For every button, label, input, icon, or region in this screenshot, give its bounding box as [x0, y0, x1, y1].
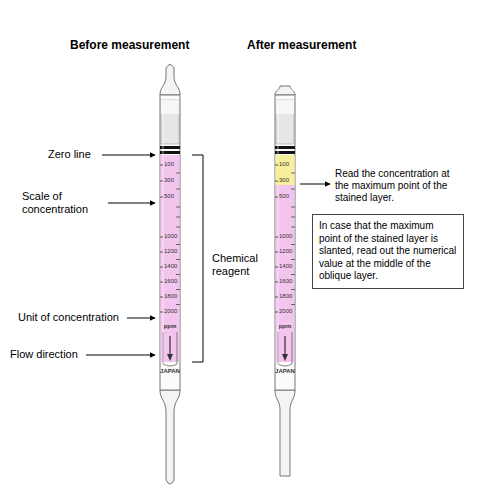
- tube-cut-end: [275, 390, 295, 476]
- tube-body: [160, 95, 180, 390]
- scale-text: 100: [279, 161, 289, 168]
- minor-tick: [176, 227, 180, 228]
- scale-text: 1400: [164, 263, 177, 270]
- major-tick: [160, 267, 163, 268]
- scale-text: 2000: [164, 308, 177, 315]
- scale-text: 1400: [279, 263, 292, 270]
- minor-tick: [176, 274, 180, 275]
- minor-tick: [291, 207, 295, 208]
- major-tick: [160, 252, 163, 253]
- minor-tick: [291, 217, 295, 218]
- scale-text: 100: [164, 161, 174, 168]
- major-tick: [160, 181, 163, 182]
- scale-text: JAPAN: [160, 368, 180, 375]
- scale-text: 500: [279, 193, 289, 200]
- note-text: In case that the maximum point of the st…: [319, 220, 457, 283]
- minor-tick: [176, 217, 180, 218]
- tube-tip: [160, 390, 180, 484]
- minor-tick: [291, 227, 295, 228]
- major-tick: [275, 165, 278, 166]
- major-tick: [275, 282, 278, 283]
- callout-label: Zero line: [48, 148, 91, 161]
- minor-tick: [291, 289, 295, 290]
- callout-label: Chemical reagent: [212, 252, 267, 278]
- major-tick: [275, 252, 278, 253]
- tube-tip: [160, 65, 180, 96]
- major-tick: [160, 197, 163, 198]
- scale-text: 2000: [279, 308, 292, 315]
- scale-text: ppm: [279, 323, 292, 330]
- callout-label: Read the concentration at the maximum po…: [335, 168, 463, 204]
- callout-label: Scale of concentration: [22, 190, 106, 216]
- major-tick: [275, 181, 278, 182]
- scale-text: 500: [164, 193, 174, 200]
- scale-ticks: [160, 165, 295, 312]
- leader-arrow: [102, 155, 155, 156]
- scale-text: 1200: [279, 248, 292, 255]
- scale-text: 1000: [164, 233, 177, 240]
- major-tick: [275, 197, 278, 198]
- major-tick: [160, 237, 163, 238]
- minor-tick: [291, 259, 295, 260]
- minor-tick: [291, 173, 295, 174]
- major-tick: [160, 282, 163, 283]
- minor-tick: [176, 259, 180, 260]
- scale-text: ppm: [164, 323, 177, 330]
- leader-arrow: [86, 355, 155, 356]
- note-box: In case that the maximum point of the st…: [312, 214, 464, 289]
- major-tick: [160, 297, 163, 298]
- major-tick: [275, 297, 278, 298]
- minor-tick: [176, 289, 180, 290]
- major-tick: [160, 165, 163, 166]
- leader-arrow: [127, 318, 155, 319]
- detector-tube: [160, 65, 180, 485]
- minor-tick: [291, 244, 295, 245]
- panel-title: After measurement: [247, 38, 356, 52]
- minor-tick: [176, 207, 180, 208]
- scale-text: 300: [279, 177, 289, 184]
- scale-text: 1800: [279, 293, 292, 300]
- minor-tick: [176, 244, 180, 245]
- major-tick: [275, 237, 278, 238]
- scale-text: 1600: [279, 278, 292, 285]
- tube-cut-end: [275, 86, 295, 95]
- scale-text: 1000: [279, 233, 292, 240]
- minor-tick: [291, 274, 295, 275]
- major-tick: [160, 312, 163, 313]
- callout-label: Flow direction: [10, 348, 78, 361]
- leader-arrow: [108, 203, 155, 204]
- minor-tick: [291, 304, 295, 305]
- bracket: [192, 155, 203, 362]
- scale-text: 1600: [164, 278, 177, 285]
- scale-text: 1800: [164, 293, 177, 300]
- leader-arrow: [300, 184, 330, 185]
- minor-tick: [176, 189, 180, 190]
- callout-label: Unit of concentration: [18, 311, 119, 324]
- leader-lines: [86, 155, 330, 362]
- tube-body: [275, 95, 295, 390]
- panel-title: Before measurement: [70, 38, 189, 52]
- major-tick: [275, 312, 278, 313]
- minor-tick: [291, 189, 295, 190]
- scale-text: 300: [164, 177, 174, 184]
- detector-tube: [275, 86, 295, 476]
- minor-tick: [176, 173, 180, 174]
- scale-text: JAPAN: [275, 368, 295, 375]
- major-tick: [275, 267, 278, 268]
- stained-layer: [276, 155, 295, 185]
- minor-tick: [176, 304, 180, 305]
- scale-text: 1200: [164, 248, 177, 255]
